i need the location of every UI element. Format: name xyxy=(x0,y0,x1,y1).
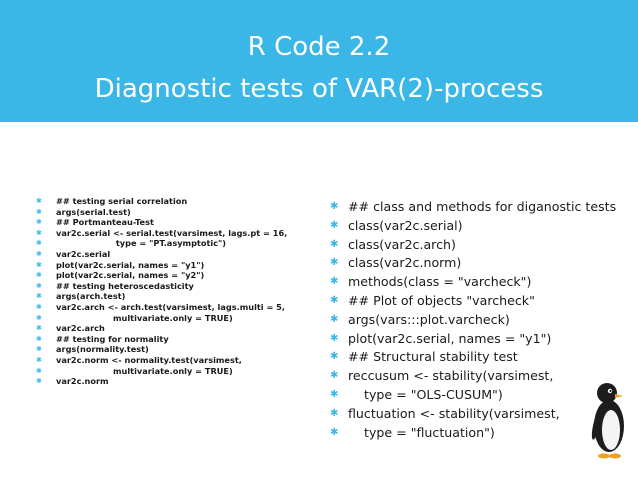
star-bullet-icon: ✱ xyxy=(330,407,339,419)
right-code-text: class(var2c.arch) xyxy=(348,236,456,252)
left-code-line: ✱ type = "PT.asymptotic") xyxy=(36,238,304,249)
left-code-text: var2c.norm <- normality.test(varsimest, xyxy=(56,354,242,365)
star-bullet-icon: ✱ xyxy=(330,370,339,382)
left-code-text: plot(var2c.serial, names = "y2") xyxy=(56,270,205,281)
star-bullet-icon: ✱ xyxy=(330,238,339,250)
star-bullet-icon: ✱ xyxy=(36,260,42,269)
star-bullet-icon: ✱ xyxy=(330,426,339,438)
star-bullet-icon: ✱ xyxy=(36,355,42,364)
left-code-line: ✱ var2c.norm <- normality.test(varsimest, xyxy=(36,355,304,366)
right-code-text: plot(var2c.serial, names = "y1") xyxy=(348,330,552,346)
star-bullet-icon: ✱ xyxy=(36,218,42,227)
right-code-text: class(var2c.norm) xyxy=(348,255,462,271)
right-code-line: ✱ type = "fluctuation") xyxy=(330,424,620,443)
left-code-line: ✱ var2c.norm xyxy=(36,376,304,387)
left-code-line: ✱ plot(var2c.serial, names = "y2") xyxy=(36,270,304,281)
right-code-line: ✱ type = "OLS-CUSUM") xyxy=(330,386,620,405)
left-code-line: ✱ plot(var2c.serial, names = "y1") xyxy=(36,260,304,271)
right-code-line: ✱ args(vars:::plot.varcheck) xyxy=(330,311,620,330)
left-code-text: args(normality.test) xyxy=(56,344,149,355)
left-code-text: type = "PT.asymptotic") xyxy=(56,238,227,249)
left-code-list: ✱ ## testing serial correlation ✱ args(seri… xyxy=(36,196,304,387)
right-code-line: ✱ reccusum <- stability(varsimest, xyxy=(330,367,620,386)
left-code-line: ✱ ## testing heteroscedasticity xyxy=(36,281,304,292)
right-code-line: ✱ fluctuation <- stability(varsimest, xyxy=(330,405,620,424)
title-band: R Code 2.2 Diagnostic tests of VAR(2)-pr… xyxy=(0,0,638,122)
right-code-line: ✱ methods(class = "varcheck") xyxy=(330,273,620,292)
right-code-text: methods(class = "varcheck") xyxy=(348,274,532,290)
left-code-line: ✱ args(serial.test) xyxy=(36,207,304,218)
penguin-icon xyxy=(591,383,624,459)
star-bullet-icon: ✱ xyxy=(36,207,42,216)
left-code-text: args(arch.test) xyxy=(56,291,126,302)
star-bullet-icon: ✱ xyxy=(330,219,339,231)
right-code-line: ✱ class(var2c.serial) xyxy=(330,217,620,236)
left-code-text: var2c.norm xyxy=(56,376,109,387)
left-code-text: multivariate.only = TRUE) xyxy=(56,312,233,323)
right-code-text: reccusum <- stability(varsimest, xyxy=(348,368,554,384)
left-code-text: ## testing heteroscedasticity xyxy=(56,280,194,291)
star-bullet-icon: ✱ xyxy=(330,294,339,306)
left-code-text: ## testing serial correlation xyxy=(56,196,188,206)
right-code-line: ✱ ## class and methods for diganostic tes… xyxy=(330,198,620,217)
left-code-text: multivariate.only = TRUE) xyxy=(56,365,233,376)
right-code-text: ## Structural stability test xyxy=(348,349,518,365)
right-code-text: type = "fluctuation") xyxy=(348,424,495,440)
star-bullet-icon: ✱ xyxy=(36,249,42,258)
left-code-line: ✱ args(normality.test) xyxy=(36,344,304,355)
star-bullet-icon: ✱ xyxy=(330,201,339,212)
right-code-text: args(vars:::plot.varcheck) xyxy=(348,311,510,327)
slide-subtitle: Diagnostic tests of VAR(2)-process xyxy=(94,74,544,104)
star-bullet-icon: ✱ xyxy=(36,313,42,322)
star-bullet-icon: ✱ xyxy=(330,388,339,400)
right-code-line: ✱ ## Plot of objects "varcheck" xyxy=(330,292,620,311)
star-bullet-icon: ✱ xyxy=(36,228,42,237)
right-code-text: fluctuation <- stability(varsimest, xyxy=(348,405,560,421)
left-code-text: var2c.serial xyxy=(56,248,111,259)
right-code-text: type = "OLS-CUSUM") xyxy=(348,386,503,402)
right-code-text: ## Plot of objects "varcheck" xyxy=(348,292,535,308)
star-bullet-icon: ✱ xyxy=(330,313,339,325)
star-bullet-icon: ✱ xyxy=(36,334,42,343)
left-code-line: ✱ args(arch.test) xyxy=(36,291,304,302)
right-code-list: ✱ ## class and methods for diganostic tes… xyxy=(330,198,620,442)
left-code-line: ✱ ## testing serial correlation xyxy=(36,196,304,207)
left-code-text: args(serial.test) xyxy=(56,206,131,217)
left-code-line: ✱ multivariate.only = TRUE) xyxy=(36,313,304,324)
left-code-text: ## testing for normality xyxy=(56,333,169,344)
left-code-text: var2c.arch <- arch.test(varsimest, lags.… xyxy=(56,301,285,312)
left-code-line: ✱ ## Portmanteau-Test xyxy=(36,217,304,228)
star-bullet-icon: ✱ xyxy=(36,271,42,280)
left-code-text: ## Portmanteau-Test xyxy=(56,217,154,228)
slide-title: R Code 2.2 xyxy=(247,32,391,62)
right-code-text: class(var2c.serial) xyxy=(348,217,463,233)
star-bullet-icon: ✱ xyxy=(36,302,42,311)
right-code-text: ## class and methods for diganostic test… xyxy=(348,199,617,214)
star-bullet-icon: ✱ xyxy=(36,197,42,205)
left-code-line: ✱ var2c.serial <- serial.test(varsimest, … xyxy=(36,228,304,239)
star-bullet-icon: ✱ xyxy=(330,351,339,363)
star-bullet-icon: ✱ xyxy=(36,345,42,354)
left-code-text: var2c.serial <- serial.test(varsimest, l… xyxy=(56,227,288,238)
right-code-line: ✱ plot(var2c.serial, names = "y1") xyxy=(330,330,620,349)
right-code-line: ✱ ## Structural stability test xyxy=(330,348,620,367)
left-code-line: ✱ var2c.serial xyxy=(36,249,304,260)
star-bullet-icon: ✱ xyxy=(36,377,42,386)
star-bullet-icon: ✱ xyxy=(36,366,42,375)
star-bullet-icon: ✱ xyxy=(330,276,339,288)
star-bullet-icon: ✱ xyxy=(36,239,42,248)
left-code-text: plot(var2c.serial, names = "y1") xyxy=(56,259,205,270)
star-bullet-icon: ✱ xyxy=(36,324,42,333)
left-code-line: ✱ var2c.arch xyxy=(36,323,304,334)
star-bullet-icon: ✱ xyxy=(330,257,339,269)
star-bullet-icon: ✱ xyxy=(36,281,42,290)
right-code-line: ✱ class(var2c.norm) xyxy=(330,254,620,273)
left-code-text: var2c.arch xyxy=(56,323,105,334)
left-code-line: ✱ var2c.arch <- arch.test(varsimest, lags… xyxy=(36,302,304,313)
star-bullet-icon: ✱ xyxy=(36,292,42,301)
right-code-line: ✱ class(var2c.arch) xyxy=(330,236,620,255)
left-code-line: ✱ multivariate.only = TRUE) xyxy=(36,366,304,377)
left-code-line: ✱ ## testing for normality xyxy=(36,334,304,345)
star-bullet-icon: ✱ xyxy=(330,332,339,344)
